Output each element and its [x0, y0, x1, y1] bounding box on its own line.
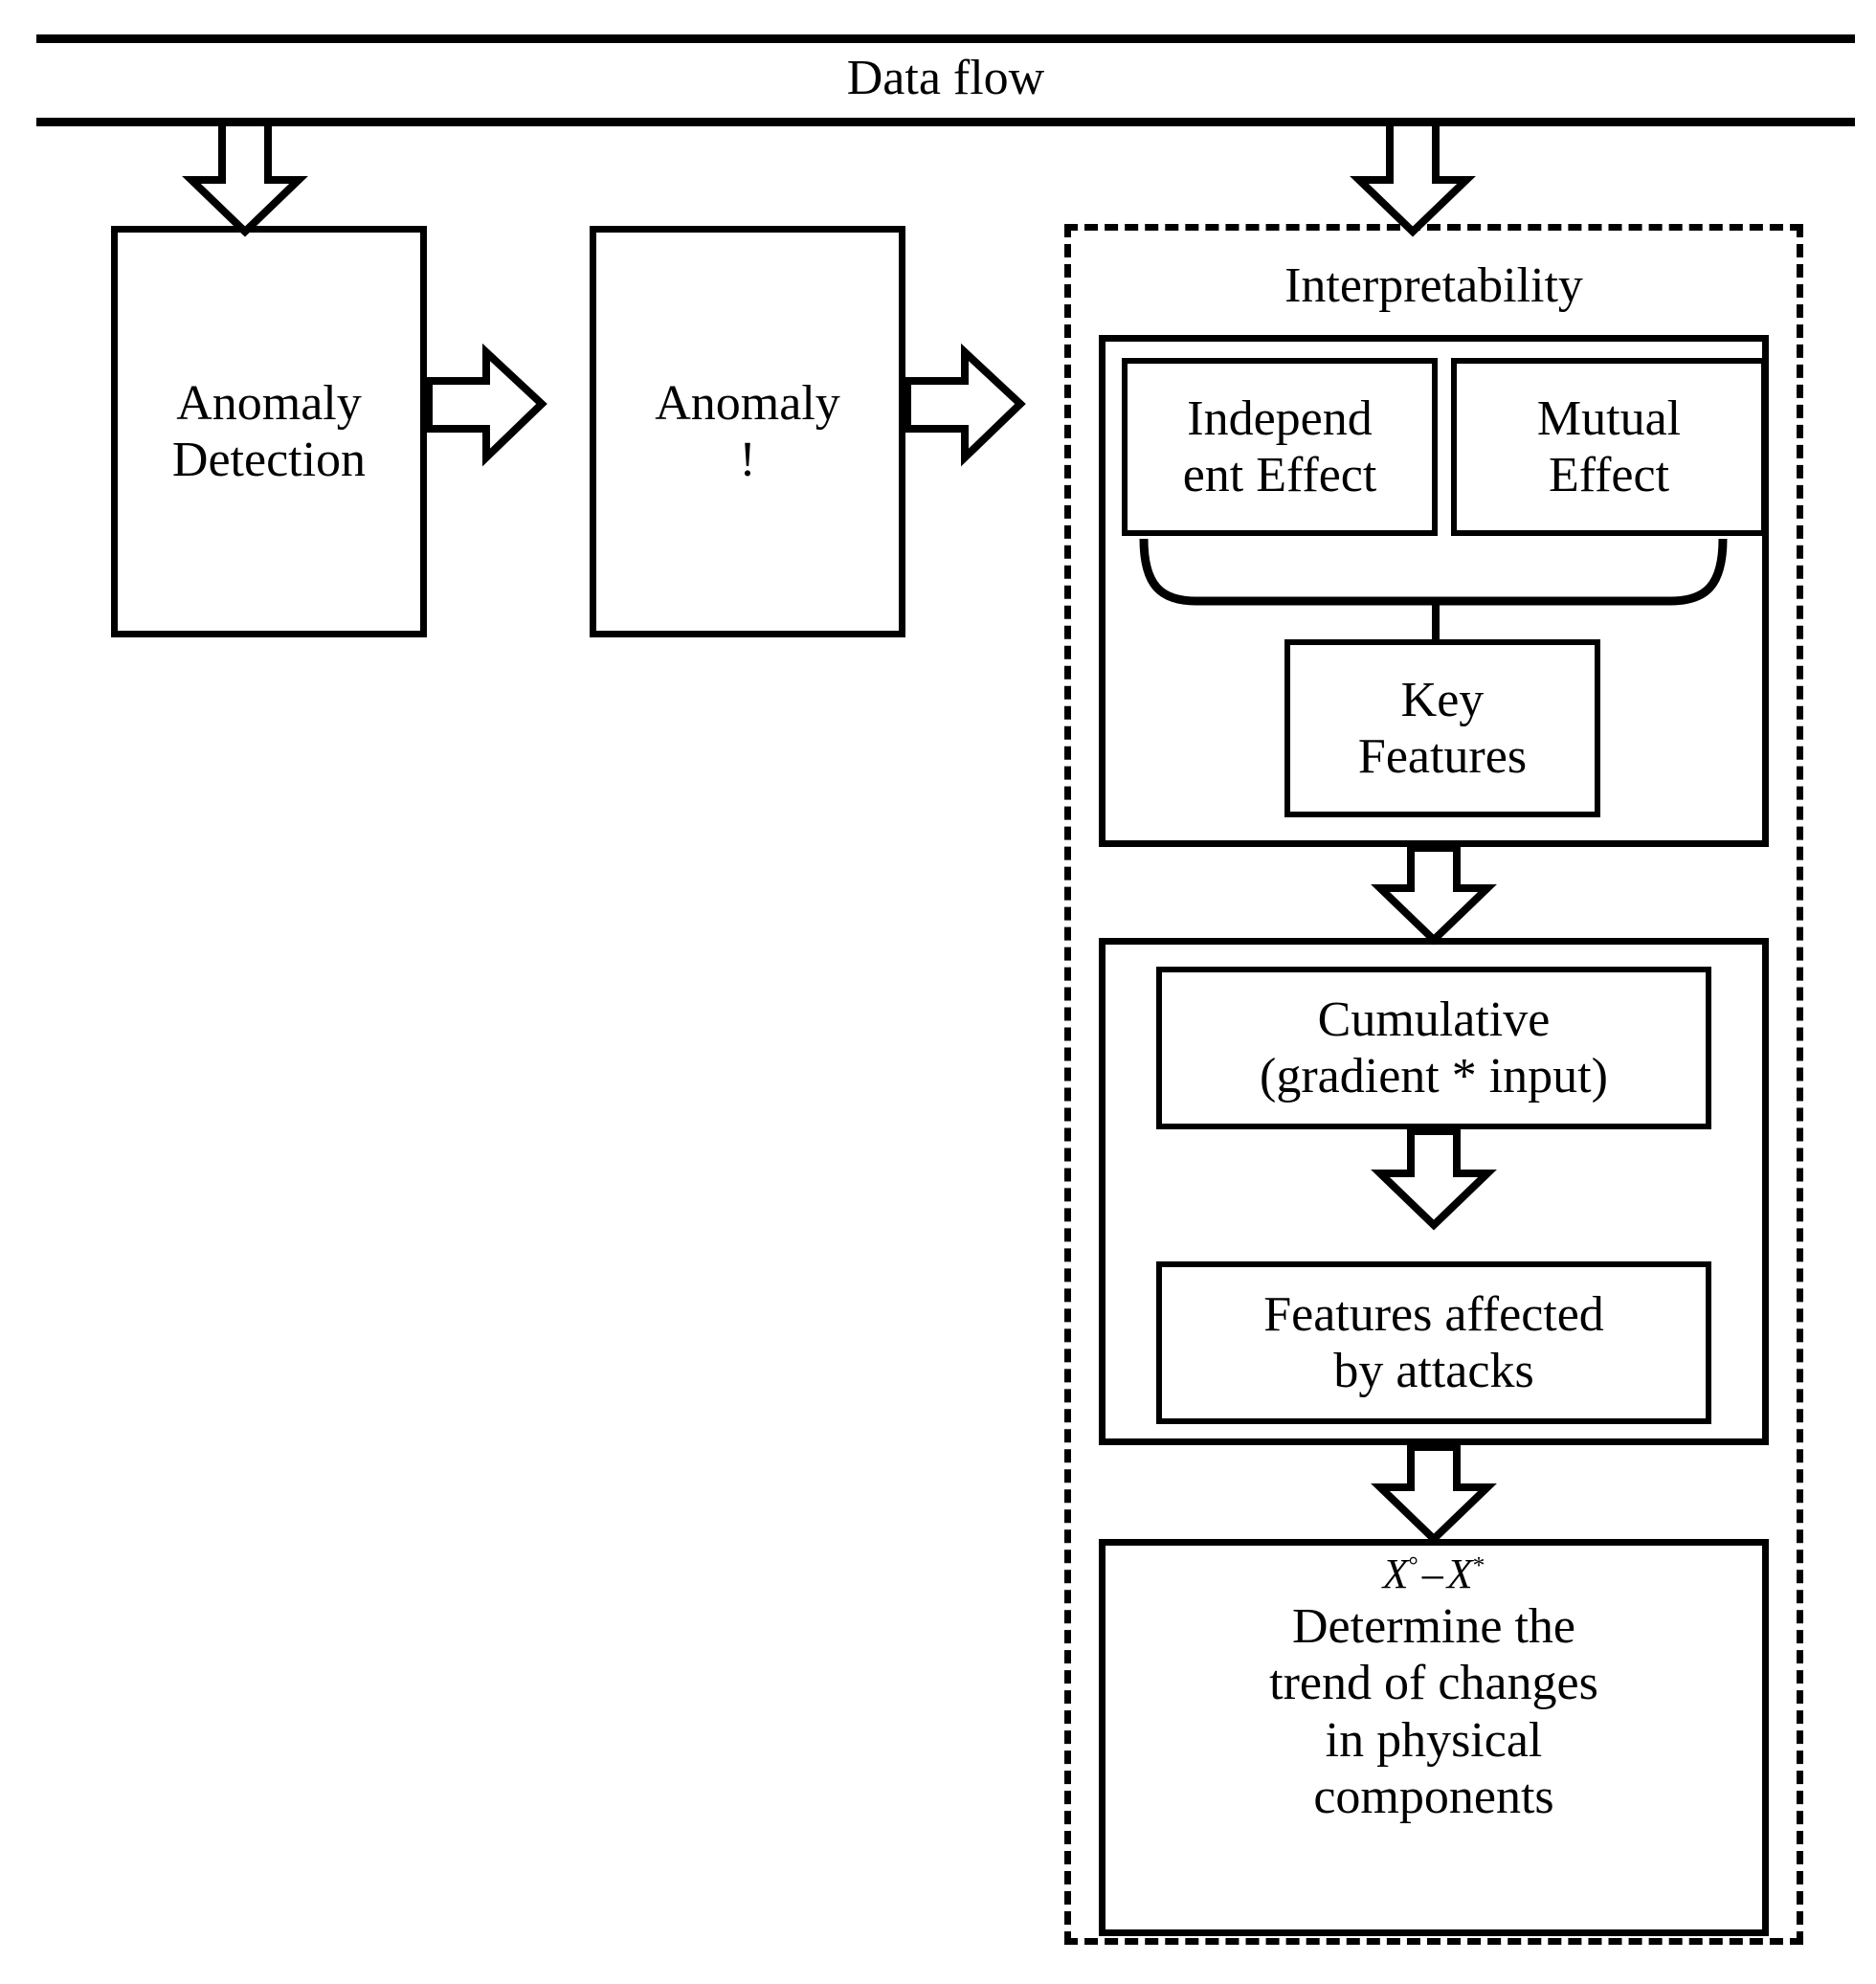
- mutual-effect-line2: Effect: [1548, 448, 1670, 502]
- cumulative-line1: Cumulative: [1317, 992, 1551, 1047]
- formula-sup-left: °: [1408, 1550, 1418, 1579]
- features-affected-box[interactable]: Features affected by attacks: [1156, 1261, 1711, 1424]
- block-arrow-down-icon: [1350, 119, 1476, 237]
- independent-effect-line1: Independ: [1187, 390, 1373, 446]
- features-affected-line2: by attacks: [1333, 1344, 1534, 1398]
- data-flow-bar: Data flow: [36, 34, 1855, 126]
- independent-effect-box[interactable]: Independ ent Effect: [1122, 358, 1438, 536]
- conclusion-line4: components: [1313, 1769, 1554, 1824]
- conclusion-line3: in physical: [1325, 1712, 1543, 1768]
- mutual-effect-box[interactable]: Mutual Effect: [1451, 358, 1767, 536]
- formula-sup-right: *: [1472, 1550, 1485, 1579]
- formula-var-right: X: [1446, 1550, 1473, 1597]
- cumulative-box[interactable]: Cumulative (gradient * input): [1156, 967, 1711, 1129]
- mutual-effect-line1: Mutual: [1536, 390, 1682, 446]
- independent-effect-line2: ent Effect: [1182, 448, 1377, 502]
- anomaly-alert-box[interactable]: Anomaly !: [590, 226, 905, 637]
- data-flow-rule-bottom: [36, 118, 1855, 126]
- anomaly-detection-line1: Anomaly: [176, 375, 362, 431]
- anomaly-detection-line2: Detection: [171, 433, 367, 487]
- key-features-box[interactable]: Key Features: [1284, 639, 1600, 817]
- block-arrow-right-icon: [904, 343, 1026, 467]
- conclusion-formula: X°–X*: [1383, 1549, 1485, 1598]
- block-arrow-right-icon: [425, 343, 547, 467]
- cumulative-line2: (gradient * input): [1260, 1049, 1608, 1103]
- anomaly-alert-line1: Anomaly: [655, 375, 840, 431]
- conclusion-box[interactable]: X°–X* Determine the trend of changes in …: [1099, 1539, 1769, 1936]
- formula-operator: –: [1421, 1550, 1443, 1597]
- features-affected-line1: Features affected: [1263, 1286, 1604, 1342]
- key-features-line2: Features: [1357, 729, 1528, 784]
- conclusion-line2: trend of changes: [1269, 1656, 1598, 1711]
- anomaly-detection-box[interactable]: Anomaly Detection: [111, 226, 427, 637]
- block-arrow-down-icon: [182, 119, 308, 237]
- conclusion-line1: Determine the: [1292, 1599, 1575, 1654]
- anomaly-alert-line2: !: [739, 433, 756, 487]
- data-flow-rule-top: [36, 34, 1855, 43]
- formula-var-left: X: [1382, 1550, 1409, 1597]
- data-flow-label: Data flow: [846, 51, 1045, 105]
- interpretability-title: Interpretability: [1284, 258, 1583, 313]
- key-features-line1: Key: [1400, 672, 1485, 727]
